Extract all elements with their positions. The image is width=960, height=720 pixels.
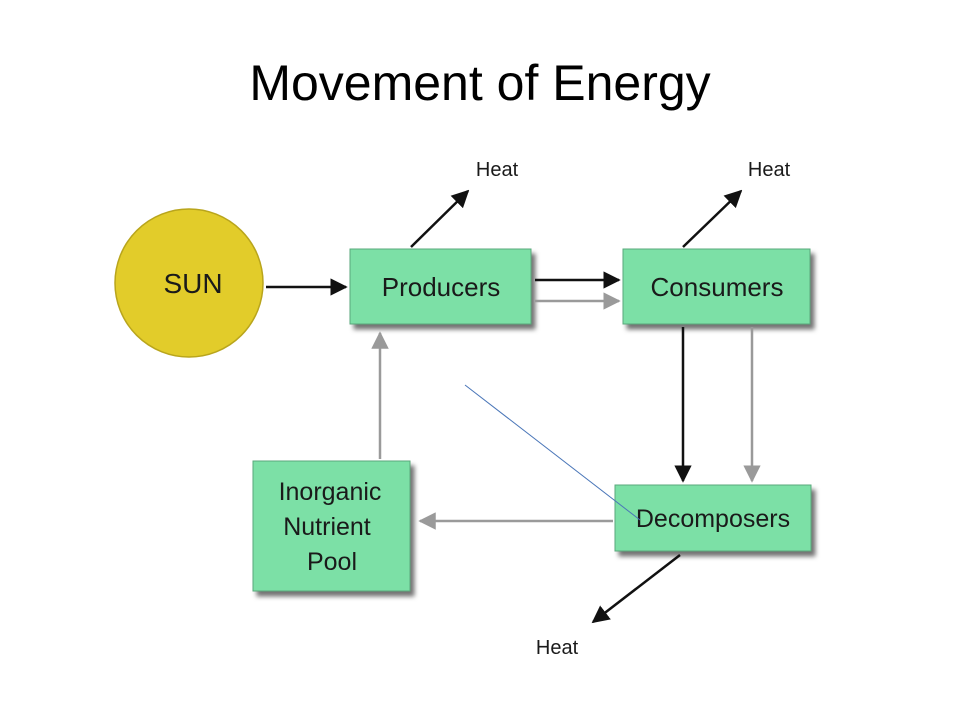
- decomposers-heat-label: Heat: [536, 637, 579, 659]
- consumers-heat-label: Heat: [748, 159, 791, 181]
- consumers-node: Consumers: [622, 248, 811, 325]
- producers-label: Producers: [382, 272, 501, 302]
- decomposers-label: Decomposers: [636, 505, 790, 533]
- consumers-box: [622, 248, 811, 325]
- nutrient-pool-node: Inorganic Nutrient Pool: [252, 460, 411, 592]
- producers-heat-label: Heat: [476, 159, 519, 181]
- nutrient-pool-label-line-3: Pool: [307, 548, 357, 576]
- slide-title: Movement of Energy: [249, 55, 711, 111]
- sun-node: SUN: [114, 208, 264, 358]
- nutrient-pool-label-line-2: Nutrient: [283, 513, 371, 541]
- annotation-line: [464, 384, 641, 521]
- consumers-label: Consumers: [651, 272, 784, 302]
- consumers-heat-arrow: [682, 189, 743, 248]
- nutrient-pool-box: [252, 460, 411, 592]
- decomposers-node: Decomposers: [614, 484, 812, 552]
- producers-node: Producers: [349, 248, 532, 325]
- producers-heat-arrow: [410, 189, 470, 248]
- sun-circle: [114, 208, 264, 358]
- nutrient-pool-label-line-1: Inorganic: [279, 478, 382, 506]
- decomposers-box: [614, 484, 812, 552]
- sun-label: SUN: [163, 268, 222, 299]
- producers-box: [349, 248, 532, 325]
- decomposers-heat-arrow: [591, 554, 681, 624]
